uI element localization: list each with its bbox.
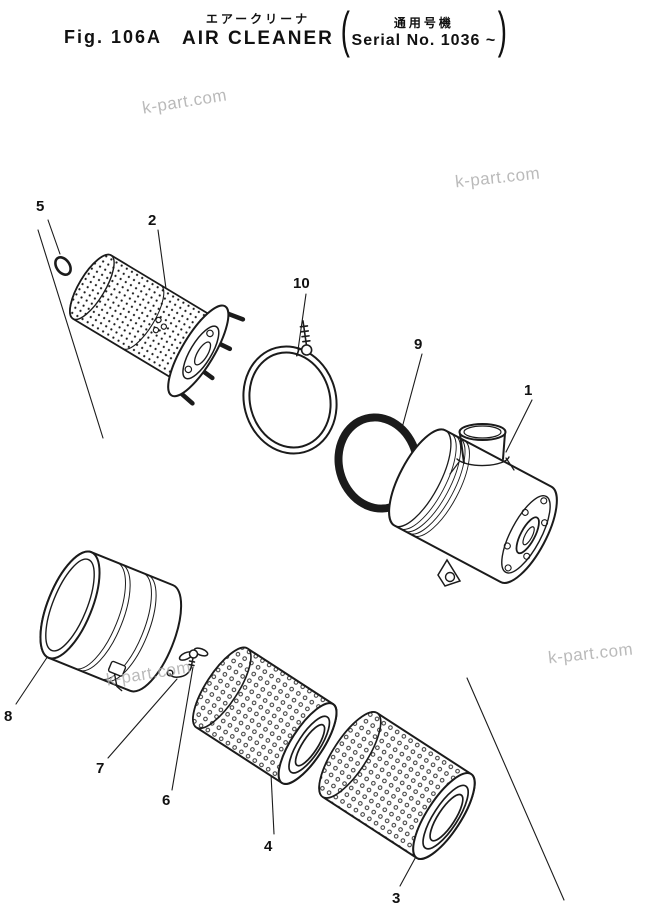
callout-7: 7: [96, 760, 105, 777]
part-5-oring: [54, 256, 72, 276]
callout-8: 8: [4, 708, 13, 725]
title-english: AIR CLEANER: [182, 28, 334, 49]
part-7-wire: [166, 667, 192, 678]
callout-10: 10: [293, 275, 310, 292]
part-8-outer-shell: [39, 550, 183, 693]
title-japanese: エアークリーナ: [205, 12, 311, 26]
callout-6: 6: [162, 792, 171, 809]
part-1-bracket: [437, 558, 462, 587]
callout-3: 3: [392, 890, 401, 907]
part-6-wing-bolt: [178, 647, 209, 669]
serial-block: 通用号機 Serial No. 1036 ~: [352, 14, 497, 50]
callout-2: 2: [148, 212, 157, 229]
frame-line-upper-left: [37, 229, 104, 439]
frame-line-lower-right: [466, 677, 565, 901]
serial-paren-open: (: [340, 2, 350, 58]
part-1-housing: [388, 428, 558, 584]
part-10-clamp: [242, 320, 338, 455]
part-1-inlet-tube: [449, 423, 515, 475]
callout-9: 9: [414, 336, 423, 353]
serial-japanese: 通用号機: [393, 16, 454, 30]
part-4-element: [192, 646, 338, 785]
part-3-element: [318, 711, 476, 860]
figure-header: Fig. 106A エアークリーナ AIR CLEANER ( 通用号機 Ser…: [64, 2, 508, 58]
part-2-inner-element: [69, 253, 246, 406]
callout-5: 5: [36, 198, 45, 215]
serial-english: Serial No. 1036 ~: [351, 32, 497, 49]
serial-paren-close: ): [497, 2, 508, 58]
title-block: エアークリーナ AIR CLEANER: [182, 10, 334, 50]
callout-1: 1: [524, 382, 533, 399]
callout-4: 4: [264, 838, 273, 855]
figure-number: Fig. 106A: [64, 27, 163, 47]
